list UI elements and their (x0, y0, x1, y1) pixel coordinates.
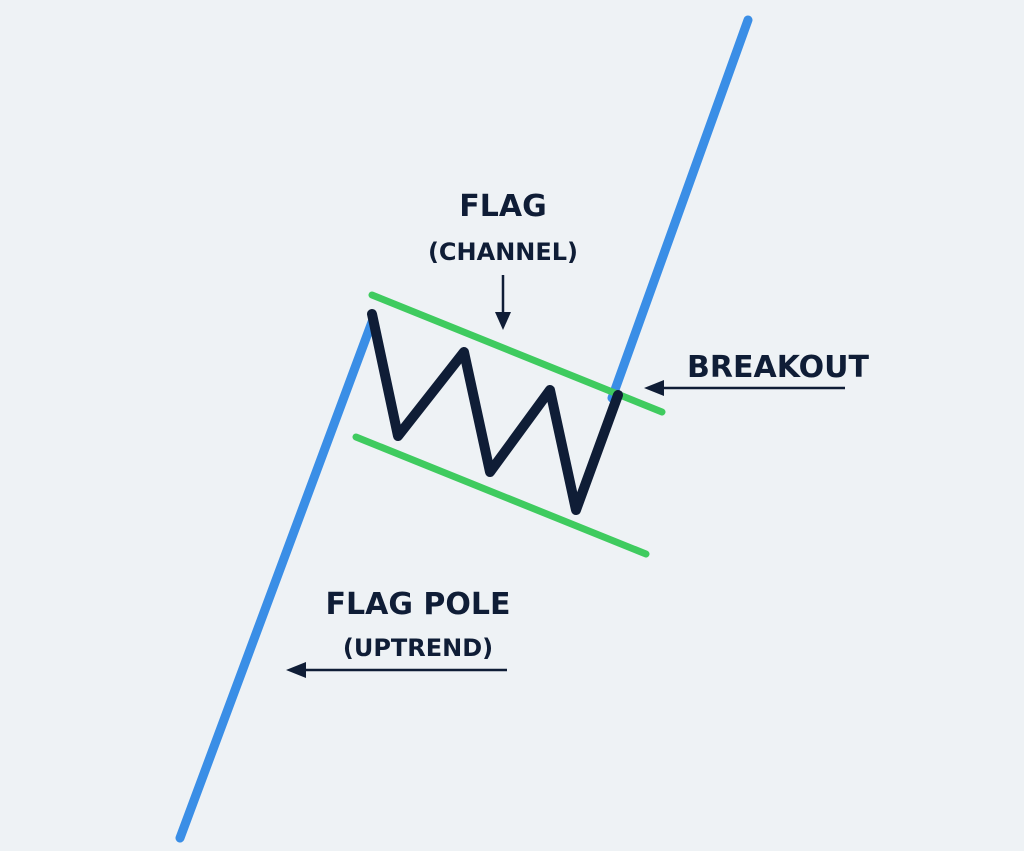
breakout-line (607, 15, 753, 403)
breakout-label: BREAKOUT (687, 350, 869, 385)
flag-title: FLAG (459, 189, 546, 224)
breakout-arrow-icon (644, 380, 845, 396)
channel-upper-line (368, 291, 666, 416)
flag-subtitle: (CHANNEL) (428, 238, 578, 266)
flag-pole-line (175, 317, 377, 843)
price-zigzag-line (367, 309, 623, 515)
flag-pole-arrow-icon (286, 662, 507, 678)
flag-pole-subtitle: (UPTREND) (343, 634, 493, 662)
channel-lower-line (352, 433, 650, 558)
flag-pole-title: FLAG POLE (326, 587, 511, 622)
flag-arrow-icon (495, 275, 511, 330)
